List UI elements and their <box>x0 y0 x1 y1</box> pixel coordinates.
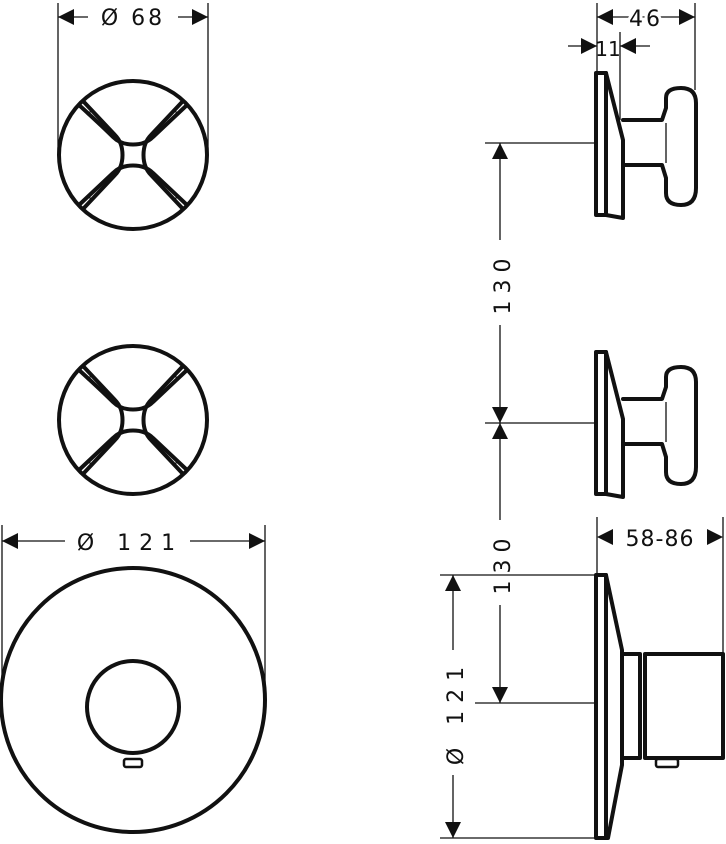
dimension-spacing-lower: 130 <box>475 423 596 704</box>
plate-diameter-label: Ø 121 <box>77 531 183 556</box>
dimension-plate-thickness: 11 <box>568 32 650 120</box>
spacing-lower-label: 130 <box>491 532 516 595</box>
dimension-spacing-upper: 130 <box>485 142 596 424</box>
dimension-knob-depth: 46 <box>596 3 696 90</box>
dimension-plate-diameter: Ø 121 <box>1 525 266 700</box>
dimension-knob-diameter: Ø 68 <box>57 3 209 155</box>
plate-front-view <box>0 566 267 834</box>
knob-front-view-middle <box>57 344 209 496</box>
knob-depth-label: 46 <box>629 7 663 32</box>
knob-diameter-label: Ø 68 <box>101 6 165 31</box>
dimension-plate-diameter-side: Ø 121 <box>440 574 596 839</box>
body-depth-label: 58-86 <box>626 527 695 552</box>
knob-side-view-middle <box>594 350 698 499</box>
spacing-upper-label: 130 <box>491 252 516 315</box>
dimension-body-depth: 58-86 <box>596 517 724 654</box>
thermostat-side-view <box>594 573 725 840</box>
plate-thickness-label: 11 <box>595 37 620 61</box>
plate-diameter-side-label: Ø 121 <box>444 659 469 765</box>
knob-front-view-top <box>57 79 209 231</box>
knob-side-view-top <box>594 71 698 220</box>
